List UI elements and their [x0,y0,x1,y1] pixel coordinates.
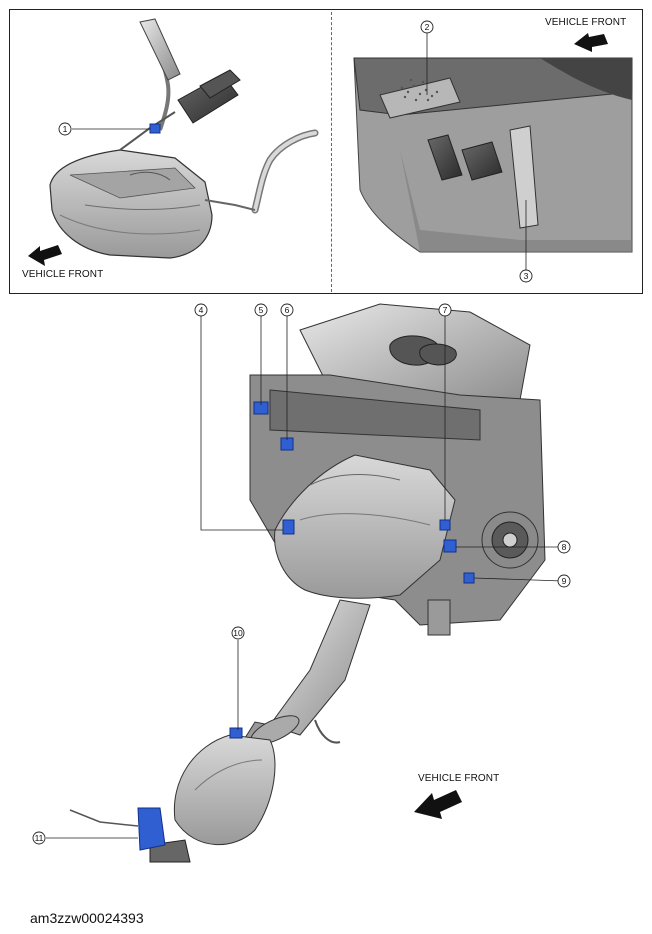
exhaust-illustration [69,599,462,863]
vehicle-front-arrow-top-left [28,245,62,266]
callout-7-circle [438,303,452,317]
callout-2: 2 [425,22,430,32]
callout-10-circle [231,626,245,640]
callout-8-circle [557,540,571,554]
callout-2-circle [420,20,434,34]
callout-6-circle [280,303,294,317]
callout-1: 1 [63,124,68,134]
vehicle-front-label-top-left: VEHICLE FRONT [22,269,104,280]
fuel-tank-illustration [28,18,319,266]
part-11-highlight [137,807,166,851]
callout-5: 5 [259,305,264,315]
panel-divider [331,12,332,292]
pedal-area-illustration [353,33,633,253]
callout-8: 8 [562,542,567,552]
callout-3-circle [519,269,533,283]
callout-4: 4 [199,305,204,315]
callout-circles [32,20,571,845]
part-7-highlight [439,519,451,531]
callout-1-circle [58,122,72,136]
part-10-highlight [229,727,243,739]
part-8-highlight [443,539,457,553]
callout-9-circle [557,574,571,588]
part-9-highlight [463,572,475,584]
callout-10: 10 [233,628,243,638]
engine-illustration [249,303,546,636]
callout-4-circle [194,303,208,317]
vehicle-front-arrow-top-right [574,33,608,52]
vehicle-front-arrow-bottom [414,790,462,819]
callout-9: 9 [562,576,567,586]
callout-5-circle [254,303,268,317]
callout-6: 6 [285,305,290,315]
callout-7: 7 [443,305,448,315]
vehicle-front-label-bottom: VEHICLE FRONT [418,773,500,784]
callout-11-circle [32,831,46,845]
vehicle-front-label-top-right: VEHICLE FRONT [545,17,627,28]
part-1-highlight [149,123,161,134]
callout-3: 3 [524,271,529,281]
top-panel-frame [9,9,643,294]
part-4-highlight [282,519,295,535]
callout-11: 11 [35,833,44,843]
image-id: am3zzw00024393 [30,910,144,926]
